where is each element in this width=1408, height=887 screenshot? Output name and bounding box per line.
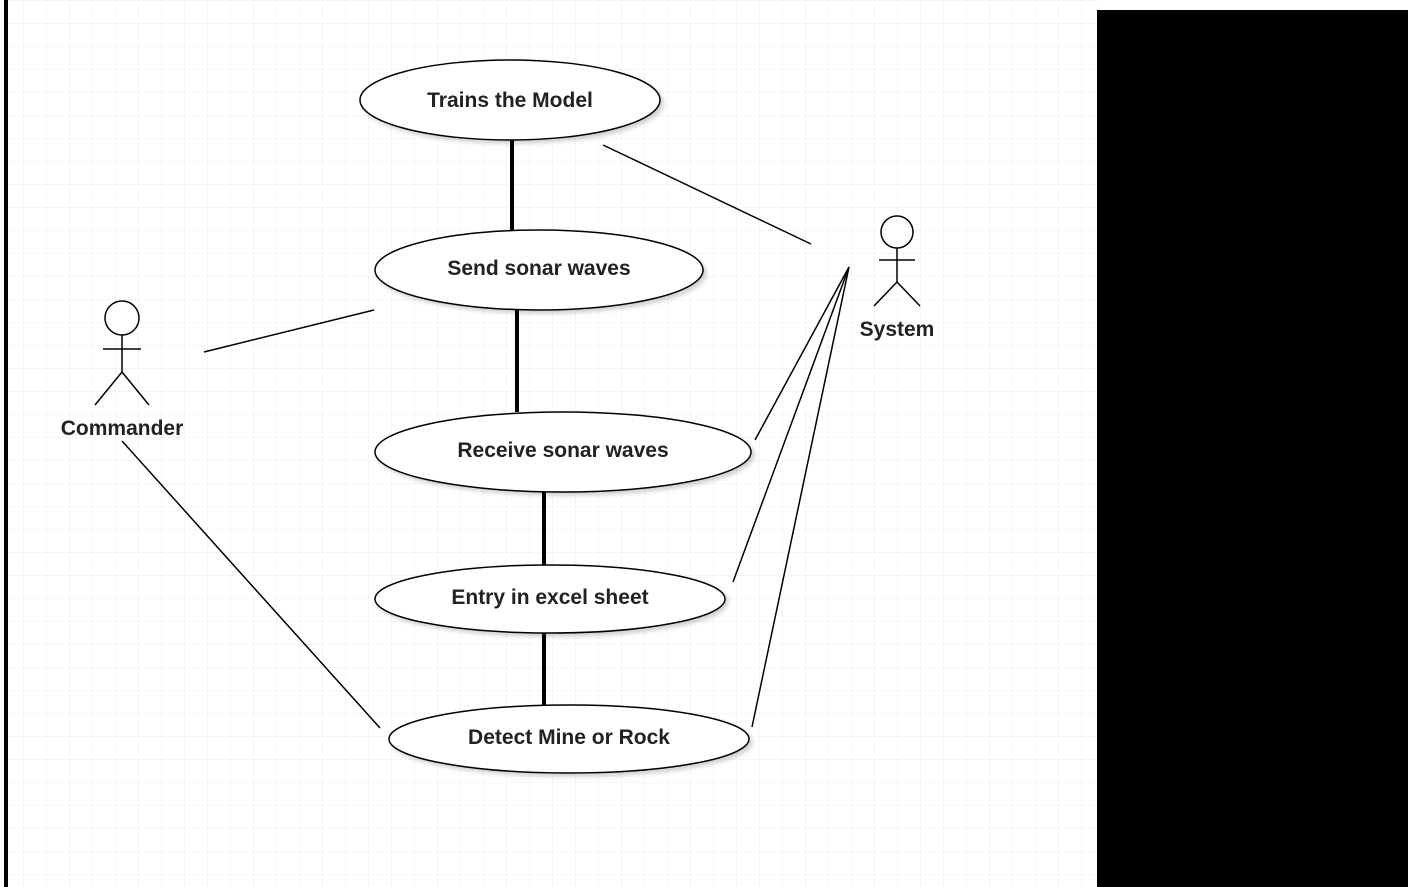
use-case-ellipse xyxy=(374,229,704,311)
assoc-system-entry xyxy=(732,266,850,583)
black-side-panel xyxy=(1097,10,1408,887)
actor-label-system: System xyxy=(860,318,935,341)
use-case-chain xyxy=(510,140,546,705)
use-case-excel-entry: Entry in excel sheet xyxy=(374,564,726,634)
assoc-system-detect xyxy=(751,266,850,728)
use-case-diagram: Trains the Model Send sonar waves Receiv… xyxy=(8,0,1097,887)
use-case-ellipse xyxy=(374,411,752,493)
stick-figure-icon xyxy=(880,215,914,249)
use-case-label: Send sonar waves xyxy=(447,257,630,280)
use-case-ellipse xyxy=(388,704,750,774)
use-case-ellipse xyxy=(374,564,726,634)
use-case-receive-waves: Receive sonar waves xyxy=(374,411,752,493)
use-case-detect: Detect Mine or Rock xyxy=(388,704,750,774)
actor-system xyxy=(873,215,921,307)
assoc-commander-detect xyxy=(121,440,381,729)
use-case-label: Detect Mine or Rock xyxy=(468,726,670,749)
use-case-label: Trains the Model xyxy=(427,89,593,112)
use-case-ellipse xyxy=(359,59,661,141)
actor-label-commander: Commander xyxy=(61,417,184,440)
assoc-system-trains xyxy=(602,144,812,245)
use-case-trains-model: Trains the Model xyxy=(359,59,661,141)
associations xyxy=(121,144,850,729)
assoc-commander-send xyxy=(203,309,375,353)
use-case-label: Entry in excel sheet xyxy=(451,586,648,609)
use-case-label: Receive sonar waves xyxy=(457,439,668,462)
assoc-system-receive xyxy=(754,266,850,441)
use-case-send-waves: Send sonar waves xyxy=(374,229,704,311)
stick-figure-icon xyxy=(104,300,140,336)
actor-commander xyxy=(94,300,150,406)
left-border-rule xyxy=(4,0,8,887)
